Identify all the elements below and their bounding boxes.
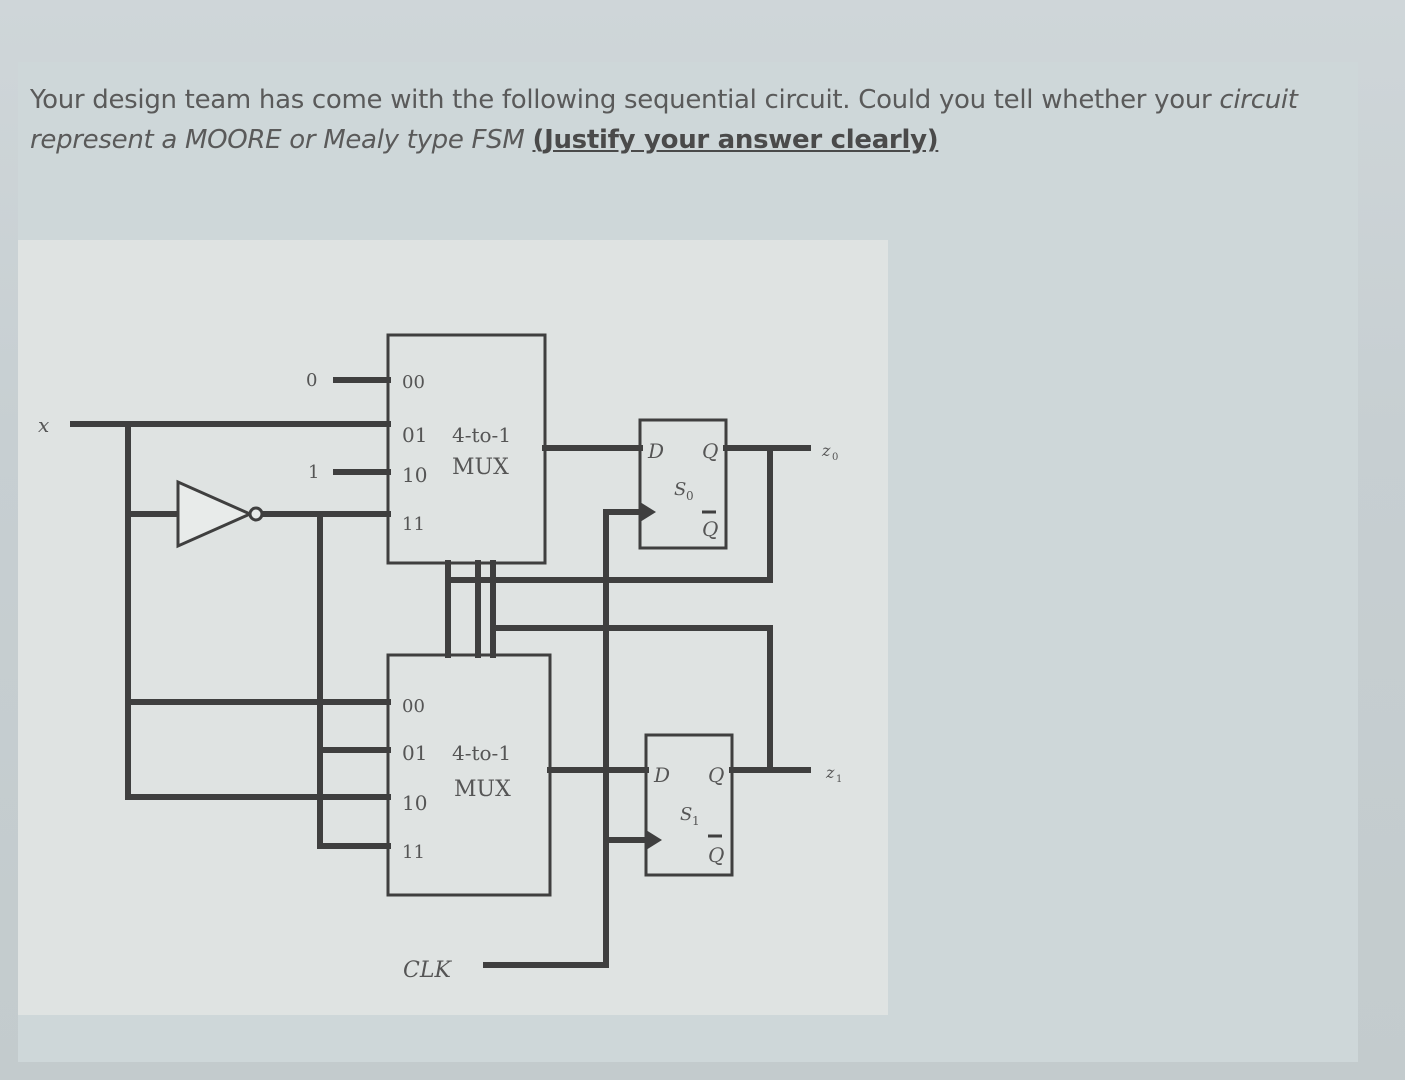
- question-part-justify: (Justify your answer clearly): [532, 125, 939, 155]
- ff1-clock-arrow: [646, 830, 662, 850]
- ff1-box: [644, 733, 734, 877]
- ff0-box: [638, 418, 728, 550]
- mux-top-in10: 10: [402, 463, 427, 487]
- ff1-d-label: D: [653, 763, 670, 787]
- circuit-diagram: x 0 1 00 01 4-to-1 10 MUX 11 00 01 4-to-…: [38, 333, 842, 983]
- mux-top-in11: 11: [402, 514, 425, 535]
- ff0-state-sub: 0: [686, 489, 694, 503]
- mux-bottom-in11: 11: [402, 842, 425, 863]
- ff0-state-label: S: [674, 479, 686, 500]
- mux-top-in01: 01: [402, 423, 427, 447]
- ff1-state-sub: 1: [692, 814, 700, 828]
- mux-bottom-title2: MUX: [454, 777, 511, 802]
- mux-top-in00: 00: [402, 372, 425, 393]
- question-part-plain: Your design team has come with the follo…: [30, 85, 1220, 115]
- label-const1: 1: [308, 462, 319, 483]
- ff1-q-label: Q: [708, 763, 724, 787]
- mux-top-title2: MUX: [452, 455, 509, 480]
- inverter-bubble: [248, 506, 264, 522]
- label-z0: z: [821, 441, 831, 460]
- ff0-clock-arrow: [640, 502, 656, 522]
- ff1-qbar-label: Q: [708, 843, 724, 867]
- mux-bottom-in00: 00: [402, 696, 425, 717]
- mux-bottom-in01: 01: [402, 741, 427, 765]
- mux-bottom-title1: 4-to-1: [452, 741, 511, 765]
- mux-bottom-in10: 10: [402, 791, 427, 815]
- question-part-italic: circuit represent a MOORE or Mealy type …: [30, 85, 1298, 155]
- mux-bottom-box: [386, 653, 552, 897]
- inverter-gate: [176, 479, 254, 549]
- label-z1-sub: 1: [836, 774, 842, 785]
- ff0-qbar-label: Q: [702, 517, 718, 541]
- label-z0-sub: 0: [832, 452, 838, 463]
- mux-top-title1: 4-to-1: [452, 423, 511, 447]
- label-const0: 0: [306, 370, 317, 391]
- ff0-d-label: D: [647, 439, 664, 463]
- label-clk: CLK: [403, 958, 452, 983]
- ff1-state-label: S: [680, 804, 692, 825]
- circuit-figure: x 0 1 00 01 4-to-1 10 MUX 11 00 01 4-to-…: [18, 240, 888, 1015]
- label-x: x: [38, 413, 49, 437]
- question-text: Your design team has come with the follo…: [30, 80, 1320, 160]
- label-z1: z: [825, 763, 835, 782]
- ff0-q-label: Q: [702, 439, 718, 463]
